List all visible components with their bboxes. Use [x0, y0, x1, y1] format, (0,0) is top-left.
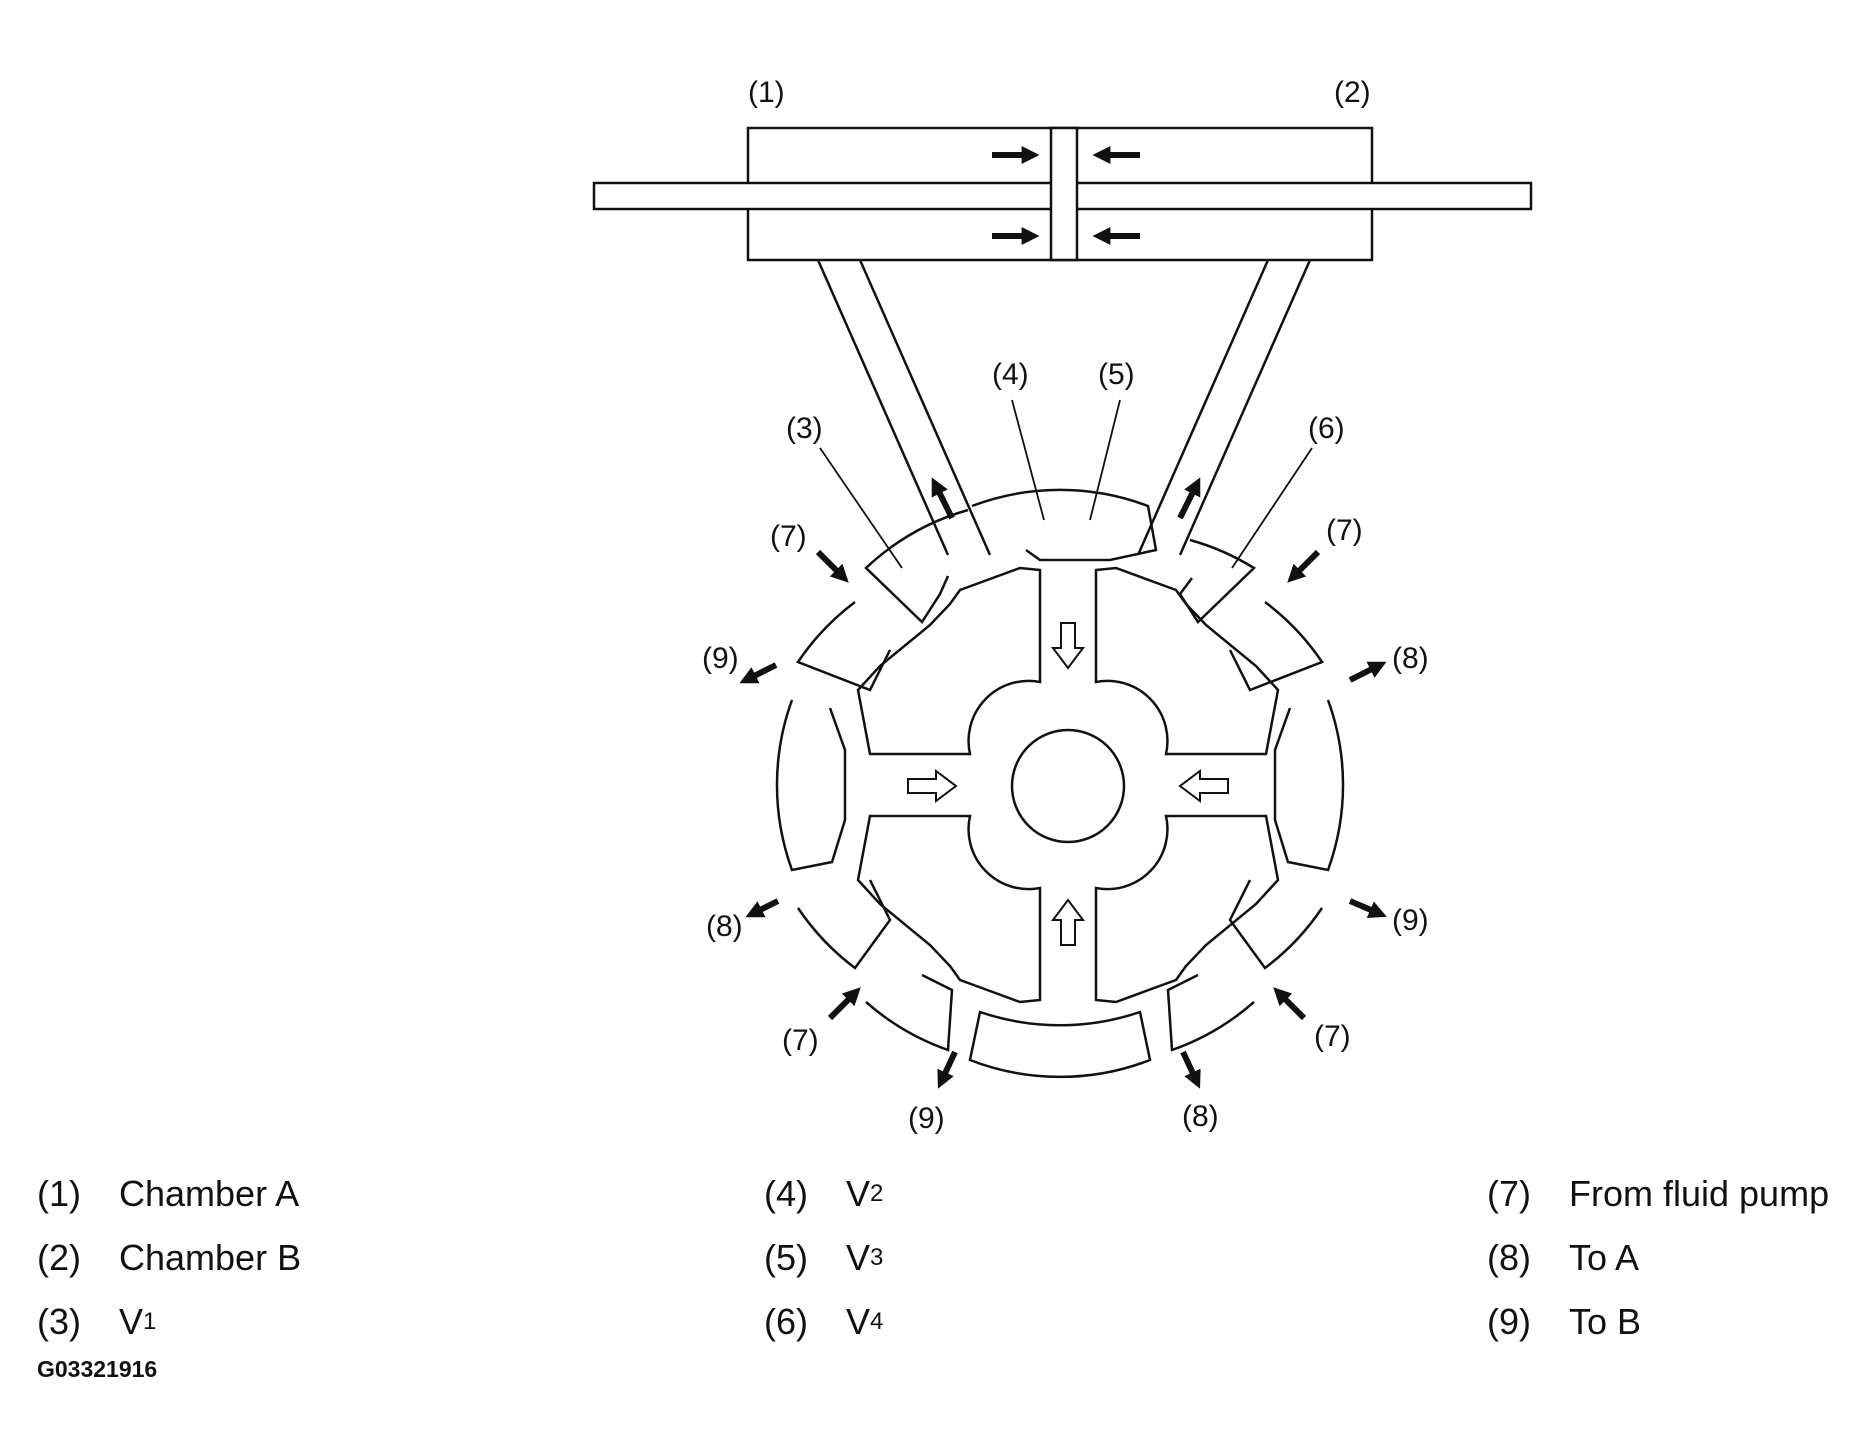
- legend-item: (7) From fluid pump: [1487, 1162, 1829, 1226]
- rotor-quadrant-bottom-right: [1094, 814, 1280, 1004]
- legend-text: Chamber A: [119, 1173, 300, 1214]
- legend-number: (5): [764, 1237, 808, 1278]
- legend-text: V: [846, 1173, 871, 1214]
- flow-arrow-left: [1178, 769, 1229, 803]
- callout-9-left: (9): [702, 642, 739, 675]
- valve-outer-segment: [1273, 699, 1345, 872]
- legend-subscript: 4: [870, 1308, 884, 1335]
- callout-5: (5): [1098, 358, 1135, 391]
- legend-text: Chamber B: [119, 1237, 302, 1278]
- legend-text: To A: [1569, 1237, 1640, 1278]
- outlet-arrow: [1180, 1050, 1201, 1089]
- inlet-arrow: [815, 549, 849, 583]
- flow-arrow: [1177, 477, 1201, 520]
- valve-outer-segment: [865, 973, 954, 1052]
- leader-line: [819, 447, 903, 569]
- callout-7-bottom-right: (7): [1314, 1020, 1351, 1053]
- callout-8-left: (8): [706, 910, 743, 943]
- leader-line: [1089, 399, 1121, 521]
- inlet-arrow: [1273, 987, 1307, 1021]
- inlet-arrow: [1287, 549, 1321, 583]
- flow-arrow: [931, 477, 955, 520]
- outlet-arrow: [739, 662, 778, 684]
- legend-text: To B: [1569, 1301, 1642, 1342]
- callout-9-bottom: (9): [908, 1102, 945, 1135]
- legend-number: (9): [1487, 1301, 1531, 1342]
- legend-item: (8) To A: [1487, 1226, 1829, 1290]
- callout-1: (1): [748, 76, 785, 109]
- flow-arrow-down: [1051, 622, 1085, 670]
- valve-outer-segment: [1166, 973, 1255, 1052]
- piston: [1049, 126, 1079, 262]
- legend-subscript: 3: [870, 1244, 884, 1271]
- flow-arrow-up: [1051, 898, 1085, 946]
- valve-outer-segment: [775, 699, 847, 872]
- valve-outer-segment: [971, 488, 1158, 562]
- line-to-chamber-a: [816, 259, 992, 556]
- callout-7-top-right: (7): [1326, 514, 1363, 547]
- legend-item: (2) Chamber B: [37, 1226, 301, 1290]
- valve-shaft: [1010, 728, 1126, 844]
- legend-number: (3): [37, 1301, 81, 1342]
- outlet-arrow: [745, 898, 780, 918]
- rotor-quadrant-top-left: [856, 566, 1042, 756]
- line-to-chamber-b: [1136, 259, 1312, 556]
- legend-item: (1) Chamber A: [37, 1162, 301, 1226]
- rotor-quadrant-top-right: [1094, 566, 1280, 756]
- leader-line: [1231, 447, 1313, 569]
- legend-subscript: 1: [143, 1308, 157, 1335]
- legend-number: (4): [764, 1173, 808, 1214]
- flow-arrow-right: [907, 769, 958, 803]
- legend-text: From fluid pump: [1569, 1173, 1830, 1214]
- outlet-arrow: [937, 1050, 958, 1089]
- legend-number: (7): [1487, 1173, 1531, 1214]
- legend-column-3: (7) From fluid pump (8) To A (9) To B: [1487, 1162, 1829, 1354]
- legend-number: (2): [37, 1237, 81, 1278]
- callout-2: (2): [1334, 76, 1371, 109]
- legend-text: V: [119, 1301, 144, 1342]
- valve-outer-segment: [796, 879, 892, 970]
- leader-line: [1011, 399, 1045, 521]
- valve-outer-segment: [864, 508, 969, 624]
- callout-9-right: (9): [1392, 904, 1429, 937]
- callout-7-top-left: (7): [770, 520, 807, 553]
- legend-text: V: [846, 1301, 871, 1342]
- valve-outer-segment: [968, 1010, 1152, 1079]
- legend-number: (1): [37, 1173, 81, 1214]
- legend-number: (6): [764, 1301, 808, 1342]
- valve-outer-segment: [1228, 879, 1324, 970]
- valve-outer-segment: [1228, 601, 1324, 692]
- valve-outer-segment: [796, 601, 892, 692]
- legend-subscript: 2: [870, 1180, 884, 1207]
- legend-text: V: [846, 1237, 871, 1278]
- callout-3: (3): [786, 412, 823, 445]
- outlet-arrow: [1348, 898, 1387, 918]
- legend-number: (8): [1487, 1237, 1531, 1278]
- callout-8-right: (8): [1392, 642, 1429, 675]
- outlet-arrow: [1348, 661, 1387, 683]
- callout-7-bottom-left: (7): [782, 1024, 819, 1057]
- legend-item: (9) To B: [1487, 1290, 1829, 1354]
- rotor-quadrant-bottom-left: [856, 814, 1042, 1004]
- callout-4: (4): [992, 358, 1029, 391]
- callout-8-bottom: (8): [1182, 1100, 1219, 1133]
- inlet-arrow: [827, 987, 861, 1021]
- figure-code: G03321916: [37, 1356, 158, 1382]
- callout-6: (6): [1308, 412, 1345, 445]
